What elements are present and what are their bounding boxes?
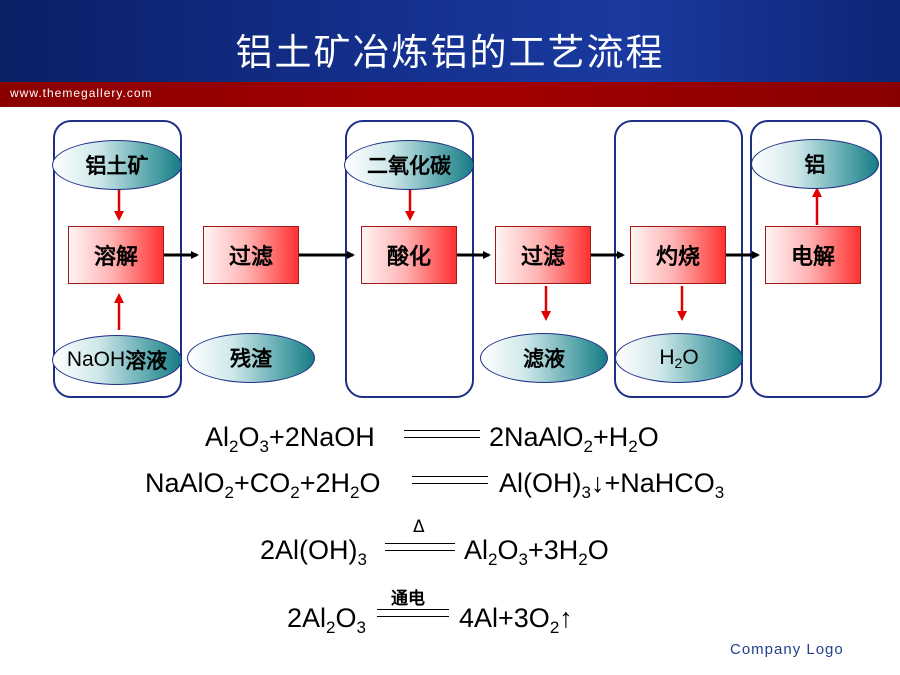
step-filter-2: 过滤 [495, 226, 591, 284]
equation-4-equals-top [377, 609, 449, 610]
equation-2-right: Al(OH)3↓+NaHCO3 [499, 468, 725, 502]
equation-2-equals-bottom [412, 483, 488, 484]
output-aluminum-oval: 铝 [751, 139, 879, 189]
company-logo-text: Company Logo [730, 641, 844, 658]
equation-4-left: 2Al2O3 [287, 603, 366, 637]
step-acidify: 酸化 [361, 226, 457, 284]
input-naoh-formula: NaOH [66, 348, 126, 371]
equation-2-equals-top [412, 476, 488, 477]
output-filtrate-oval: 滤液 [480, 333, 608, 383]
output-residue-label: 残渣 [230, 347, 272, 371]
step-filter-1: 过滤 [203, 226, 299, 284]
title-banner [0, 0, 900, 82]
equation-3-equals-top [385, 543, 455, 544]
equation-1-right: 2NaAlO2+H2O [489, 422, 659, 456]
equation-1-equals-top [404, 430, 480, 431]
input-bauxite-label: 铝土矿 [85, 154, 149, 178]
output-water-oval: H2O [615, 333, 743, 383]
output-aluminum-label: 铝 [804, 153, 826, 177]
equation-3-left: 2Al(OH)3 [260, 535, 367, 569]
input-output-arrows [114, 185, 822, 330]
equation-3-equals-bottom [385, 550, 455, 551]
equation-3-heat-condition: Δ [413, 517, 425, 537]
equation-2-left: NaAlO2+CO2+2H2O [145, 468, 381, 502]
equation-3-right: Al2O3+3H2O [464, 535, 609, 569]
equation-4-electrolysis-condition: 通电 [391, 589, 425, 609]
equation-1-left: Al2O3+2NaOH [205, 422, 375, 456]
step-dissolve: 溶解 [68, 226, 164, 284]
step-electrolysis: 电解 [765, 226, 861, 284]
output-residue-oval: 残渣 [187, 333, 315, 383]
website-url: www.themegallery.com [10, 86, 153, 100]
url-bar [0, 82, 900, 107]
input-bauxite-oval: 铝土矿 [52, 140, 182, 190]
page-title: 铝土矿冶炼铝的工艺流程 [235, 31, 665, 74]
output-filtrate-label: 滤液 [523, 347, 565, 371]
equation-4-right: 4Al+3O2↑ [459, 603, 573, 637]
input-naoh-label: 溶液 [125, 349, 168, 373]
input-co2-label: 二氧化碳 [367, 154, 451, 178]
input-co2-oval: 二氧化碳 [344, 140, 474, 190]
equation-1-equals-bottom [404, 437, 480, 438]
output-water-label: H2O [659, 345, 699, 371]
step-calcine: 灼烧 [630, 226, 726, 284]
equation-4-equals-bottom [377, 616, 449, 617]
